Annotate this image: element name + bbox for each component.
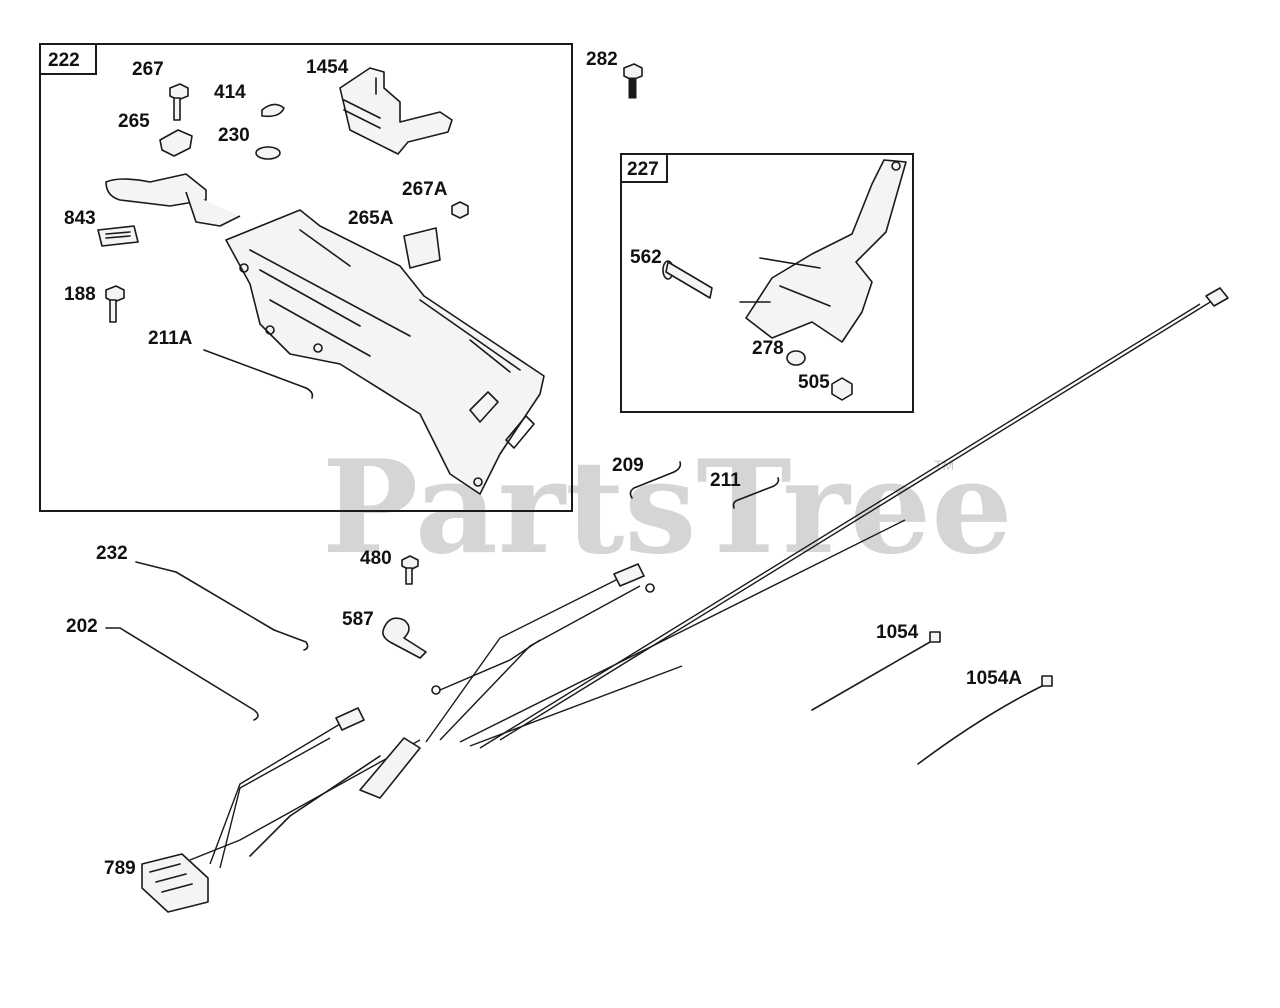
group-label-222: 222 [48, 50, 80, 71]
washer-414 [261, 103, 285, 118]
group-box-227: 227 [620, 153, 914, 413]
callout-1054A: 1054A [966, 668, 1022, 689]
callout-587: 587 [342, 609, 374, 630]
bolt-188 [105, 285, 125, 323]
callout-1454: 1454 [306, 57, 349, 78]
watermark: PartsTree [322, 433, 1013, 583]
clamp-587 [382, 617, 427, 659]
callout-265A: 265A [348, 208, 394, 229]
callout-282: 282 [586, 49, 618, 70]
bolt-282 [623, 63, 643, 99]
callout-480: 480 [360, 548, 392, 569]
wire-harness-789 [141, 287, 1229, 913]
callout-211: 211 [710, 470, 741, 491]
callout-211A: 211A [148, 328, 193, 349]
callout-267A: 267A [402, 179, 448, 200]
screw-480 [401, 555, 419, 585]
nut-267A [451, 201, 469, 219]
callout-505: 505 [798, 372, 830, 393]
spring-232 [135, 561, 309, 651]
callout-232: 232 [96, 543, 128, 564]
callout-414: 414 [214, 82, 246, 103]
spring-209 [629, 461, 682, 499]
cable-tie-1054A [917, 675, 1053, 765]
callout-1054: 1054 [876, 622, 919, 643]
callout-278: 278 [752, 338, 784, 359]
decal-843 [97, 225, 139, 247]
callout-230: 230 [218, 125, 250, 146]
throttle-control-assembly [105, 173, 545, 495]
callout-265: 265 [118, 111, 150, 132]
nut-505 [831, 377, 853, 401]
group-label-227: 227 [627, 159, 659, 180]
bracket-265A [403, 227, 441, 269]
callout-209: 209 [612, 455, 644, 476]
callout-562: 562 [630, 247, 662, 268]
rod-202 [105, 627, 259, 721]
callout-188: 188 [64, 284, 96, 305]
lever-assembly-227 [739, 159, 907, 343]
spring-211A [203, 349, 314, 399]
pin-562 [662, 260, 713, 299]
washer-278 [786, 350, 806, 366]
callout-843: 843 [64, 208, 96, 229]
callout-267: 267 [132, 59, 164, 80]
washer-230 [255, 146, 281, 160]
clip-265 [159, 129, 193, 157]
callout-202: 202 [66, 616, 98, 637]
callout-789: 789 [104, 858, 136, 879]
bolt-267 [169, 83, 189, 121]
spring-211 [732, 477, 780, 509]
group-box-222: 222 [39, 43, 573, 512]
bracket-1454 [339, 67, 453, 155]
cable-tie-1054 [811, 631, 941, 711]
